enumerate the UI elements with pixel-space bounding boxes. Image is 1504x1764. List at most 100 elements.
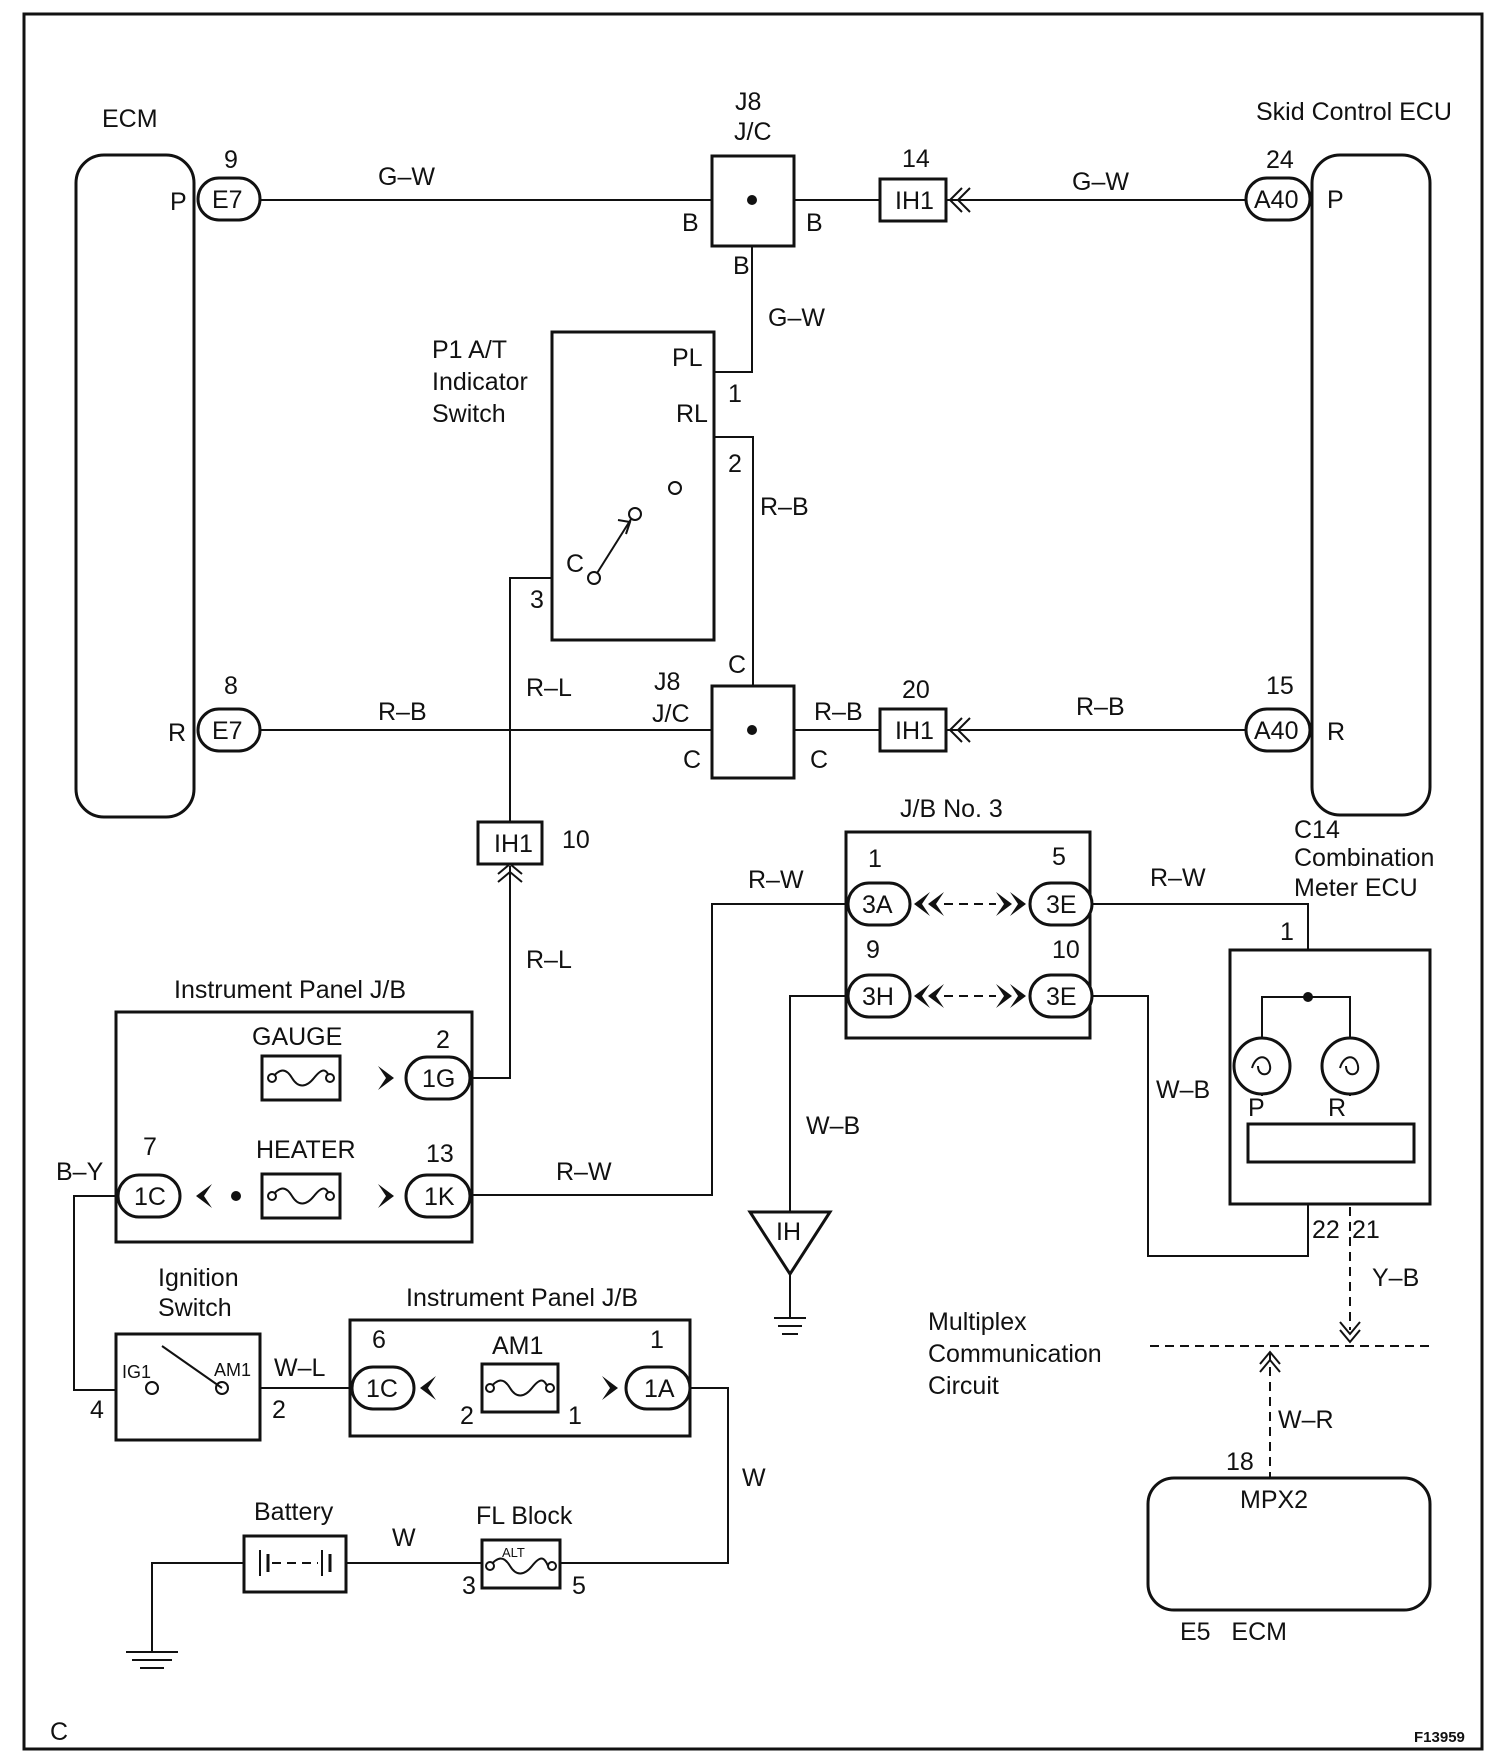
connector-1g	[404, 1055, 472, 1101]
svg-text:AM1: AM1	[214, 1360, 251, 1380]
connector-1c-upper	[116, 1173, 182, 1219]
wire-gw-vert: G–W	[768, 304, 825, 332]
svg-text:3H: 3H	[862, 983, 894, 1011]
svg-text:B: B	[733, 252, 750, 280]
svg-text:J8: J8	[735, 88, 761, 116]
skid-control-ecu: Skid Control ECU 24 15 P R A40 A40	[1244, 98, 1452, 817]
svg-text:E7: E7	[212, 717, 243, 745]
skid-pin-24: 24	[1266, 146, 1294, 174]
battery: Battery	[126, 1498, 348, 1669]
svg-text:B: B	[806, 209, 823, 237]
ecm-pin-9: 9	[224, 146, 238, 174]
svg-text:3: 3	[462, 1572, 476, 1600]
wire-wl: W–L	[274, 1354, 326, 1382]
svg-text:20: 20	[902, 676, 930, 704]
svg-text:B: B	[682, 209, 699, 237]
figure-id: F13959	[1414, 1729, 1465, 1746]
connector-a40-bottom	[1244, 707, 1312, 753]
svg-text:GAUGE: GAUGE	[252, 1023, 342, 1051]
svg-text:1: 1	[728, 380, 742, 408]
combination-meter-ecu: C14 Combination Meter ECU 1 P R 22 21	[1228, 816, 1434, 1344]
skid-pin-r: R	[1327, 718, 1345, 746]
skid-ecu-label: Skid Control ECU	[1256, 98, 1452, 126]
instrument-panel-jb-upper: Instrument Panel J/B GAUGE HEATER 2 7 13…	[114, 976, 474, 1244]
svg-text:Instrument Panel J/B: Instrument Panel J/B	[174, 976, 406, 1004]
ecm-label: ECM	[102, 105, 158, 133]
svg-text:C: C	[566, 550, 584, 578]
instrument-panel-jb-lower: Instrument Panel J/B 6 1 AM1 2 1 1C 1A	[348, 1284, 692, 1438]
svg-text:2: 2	[272, 1396, 286, 1424]
svg-text:J8: J8	[654, 668, 680, 696]
svg-text:14: 14	[902, 145, 930, 173]
connector-e7-bottom	[196, 707, 262, 753]
svg-text:10: 10	[562, 826, 590, 854]
ecm-block: ECM P R 9 8 E7 E7	[74, 105, 262, 819]
svg-text:AM1: AM1	[492, 1332, 543, 1360]
wires	[73, 199, 1430, 1652]
wire-rl-lower: R–L	[526, 946, 572, 974]
wire-rb-mid: R–B	[814, 698, 863, 726]
wire-rw-right: R–W	[1150, 864, 1206, 892]
wire-rw-1k: R–W	[556, 1158, 612, 1186]
wire-gw-right: G–W	[1072, 168, 1129, 196]
svg-text:P: P	[1248, 1094, 1265, 1122]
svg-text:1K: 1K	[424, 1183, 455, 1211]
svg-text:C14: C14	[1294, 816, 1340, 844]
svg-text:3E: 3E	[1046, 891, 1077, 919]
skid-pin-p: P	[1327, 186, 1344, 214]
svg-text:IH1: IH1	[895, 187, 934, 215]
svg-text:2: 2	[436, 1026, 450, 1054]
skid-pin-15: 15	[1266, 672, 1294, 700]
ignition-switch: Ignition Switch IG1 AM1 4 2	[90, 1264, 286, 1442]
svg-text:J/C: J/C	[734, 118, 772, 146]
connector-3a	[846, 881, 912, 927]
wire-wb-vert: W–B	[806, 1112, 860, 1140]
wire-rb-right: R–B	[1076, 693, 1125, 721]
svg-text:E5 ECM: E5 ECM	[1180, 1618, 1287, 1646]
svg-text:Circuit: Circuit	[928, 1372, 999, 1400]
svg-text:P1 A/T: P1 A/T	[432, 336, 507, 364]
wire-rb-left: R–B	[378, 698, 427, 726]
svg-text:7: 7	[143, 1133, 157, 1161]
junction-connector-top: J8 J/C B B B	[682, 88, 823, 280]
svg-text:C: C	[728, 651, 746, 679]
wire-yb: Y–B	[1372, 1264, 1419, 1292]
svg-text:3: 3	[530, 586, 544, 614]
svg-text:Indicator: Indicator	[432, 368, 528, 396]
svg-text:Ignition: Ignition	[158, 1264, 239, 1292]
svg-text:1: 1	[868, 845, 882, 873]
svg-text:1C: 1C	[134, 1183, 166, 1211]
wire-rw-jb3: R–W	[748, 866, 804, 894]
wire-labels: G–W G–W G–W R–B R–B R–B R–B R–L R–L R–W …	[56, 163, 1419, 1552]
svg-text:1A: 1A	[644, 1375, 675, 1403]
wire-by: B–Y	[56, 1158, 104, 1186]
connector-1a	[624, 1365, 692, 1411]
svg-text:A40: A40	[1254, 717, 1298, 745]
svg-text:Battery: Battery	[254, 1498, 334, 1526]
svg-text:5: 5	[1052, 843, 1066, 871]
svg-text:C: C	[810, 746, 828, 774]
svg-text:1: 1	[650, 1326, 664, 1354]
svg-text:10: 10	[1052, 936, 1080, 964]
wire-rb-vert: R–B	[760, 493, 809, 521]
svg-text:C: C	[683, 746, 701, 774]
corner-label: C	[50, 1718, 68, 1746]
svg-text:E7: E7	[212, 186, 243, 214]
svg-text:5: 5	[572, 1572, 586, 1600]
p1-at-indicator-switch: P1 A/T Indicator Switch PL RL C 1 2 3	[432, 330, 742, 642]
svg-text:21: 21	[1352, 1216, 1380, 1244]
svg-text:Instrument Panel J/B: Instrument Panel J/B	[406, 1284, 638, 1312]
svg-text:Switch: Switch	[158, 1294, 232, 1322]
junction-connector-bottom: J8 J/C C C C	[652, 651, 828, 780]
svg-text:RL: RL	[676, 400, 708, 428]
svg-text:Communication: Communication	[928, 1340, 1102, 1368]
wire-w-right: W	[742, 1464, 766, 1492]
svg-text:13: 13	[426, 1140, 454, 1168]
svg-text:HEATER: HEATER	[256, 1136, 356, 1164]
connector-3h	[846, 973, 912, 1019]
svg-text:R: R	[1328, 1094, 1346, 1122]
e5-ecm: 18 MPX2 E5 ECM	[1146, 1448, 1432, 1646]
svg-text:Multiplex: Multiplex	[928, 1308, 1027, 1336]
svg-text:ALT: ALT	[502, 1545, 525, 1560]
